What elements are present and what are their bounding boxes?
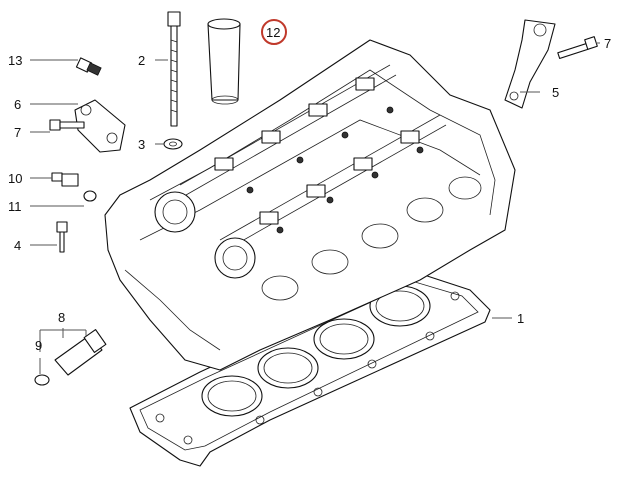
callout-1: 1 — [517, 311, 524, 326]
callout-11: 11 — [8, 199, 22, 214]
callout-2: 2 — [138, 53, 145, 68]
fitting-part-8 — [54, 329, 107, 376]
head-bolt-part-2 — [167, 11, 181, 127]
callout-7-right: 7 — [604, 36, 611, 51]
highlight-circle-12 — [261, 19, 287, 45]
bolt-part-7-right — [557, 36, 598, 60]
callout-13: 13 — [8, 53, 22, 68]
callout-7-left: 7 — [14, 125, 21, 140]
sensor-part-13 — [75, 57, 102, 76]
washer-part-3 — [163, 138, 183, 150]
callout-8: 8 — [58, 310, 65, 325]
callout-4: 4 — [14, 238, 21, 253]
screw-part-4 — [56, 221, 68, 253]
o-ring-part-9 — [34, 374, 50, 386]
o-ring-part-11 — [83, 190, 97, 202]
callout-6: 6 — [14, 97, 21, 112]
sleeve-part-12 — [207, 18, 241, 105]
sensor-part-10 — [51, 172, 79, 187]
bracket-part-6 — [74, 99, 126, 153]
leader-lines — [30, 42, 600, 374]
callout-9: 9 — [35, 338, 42, 353]
cylinder-head-casting — [104, 39, 516, 371]
callout-12: 12 — [266, 25, 280, 40]
bolt-part-7-left — [49, 119, 85, 131]
callout-5: 5 — [552, 85, 559, 100]
bracket-part-5 — [504, 19, 556, 109]
callout-10: 10 — [8, 171, 22, 186]
callout-3: 3 — [138, 137, 145, 152]
